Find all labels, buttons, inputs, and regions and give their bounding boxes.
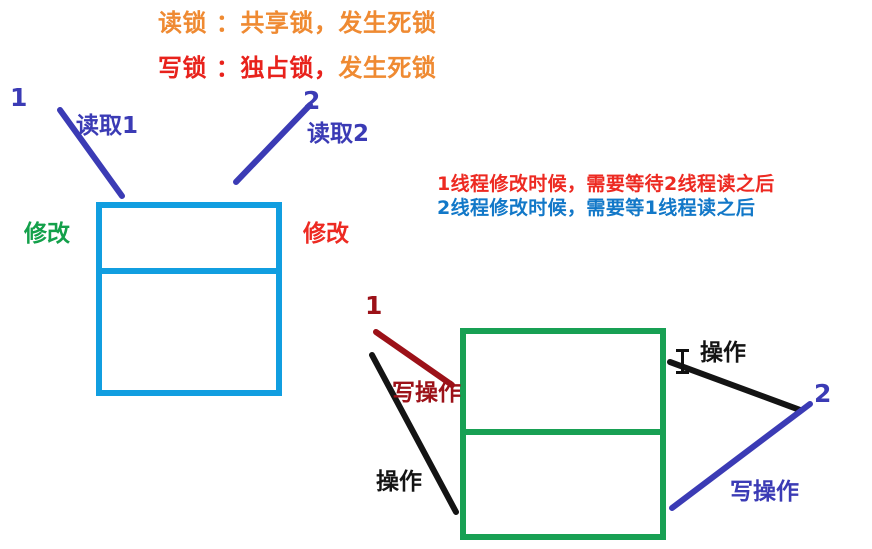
write-lock-title-suffix: 发生死锁: [338, 54, 437, 82]
bottom-write-right-label: 写操作: [730, 479, 799, 505]
bottom-op-right-label: 操作: [700, 340, 746, 366]
bottom-op-left-label: 操作: [376, 469, 422, 495]
bottom-write-left-label: 写操作: [392, 380, 461, 406]
write-lock-title-primary: 写锁 ：独占锁，: [158, 54, 339, 82]
bottom-green-box: [460, 328, 666, 540]
top-modify-right-label: 修改: [303, 221, 349, 247]
top-modify-left-label: 修改: [24, 221, 70, 247]
top-read2-label: 读取2: [307, 121, 370, 147]
top-read1-label: 读取1: [76, 113, 139, 139]
statement-thread2: 2线程修改时候，需要等1线程读之后: [437, 197, 756, 219]
read2-line: [233, 102, 313, 185]
text-caret-bottom-serif: [676, 371, 689, 374]
read-lock-title: 读锁 ：共享锁，发生死锁: [158, 9, 437, 37]
text-caret-icon: [676, 349, 689, 374]
top-thread1-number: 1: [10, 83, 28, 112]
statement-thread1: 1线程修改时候，需要等待2线程读之后: [437, 173, 775, 195]
write-left-line: [373, 329, 455, 388]
top-box-outline: [96, 202, 282, 396]
bottom-box-outline: [460, 328, 666, 540]
top-thread2-number: 2: [303, 86, 321, 115]
write-lock-title: 写锁 ：独占锁，发生死锁: [158, 54, 437, 82]
bottom-thread1-number: 1: [365, 291, 383, 320]
text-caret-stem: [681, 351, 684, 372]
text-caret-top-serif: [676, 349, 689, 352]
op-right-line: [667, 359, 803, 413]
top-blue-box: [96, 202, 282, 396]
bottom-thread2-number: 2: [814, 379, 832, 408]
